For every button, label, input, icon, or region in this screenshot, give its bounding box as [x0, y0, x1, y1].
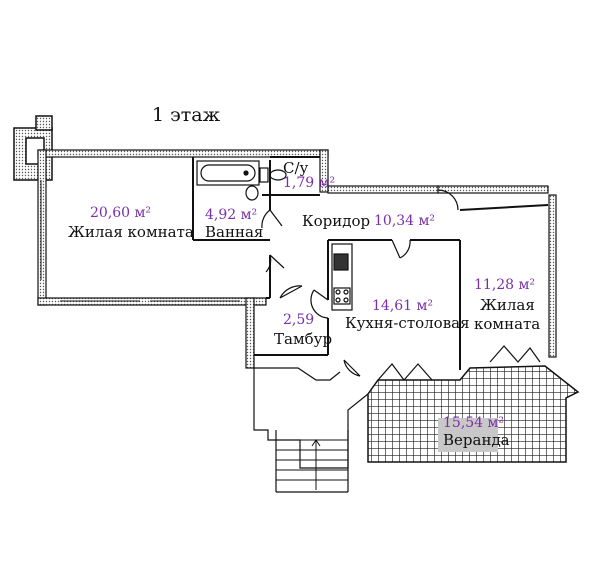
living2-name-line1: Жилая [480, 296, 535, 314]
vestibule-area: 2,59 [283, 312, 315, 328]
windows [40, 180, 240, 302]
corridor-area: 10,34 м² [374, 213, 436, 229]
bath-area: 4,92 м² [205, 207, 258, 223]
veranda-label-bg [438, 418, 498, 452]
interior-walls [192, 156, 549, 370]
doors [261, 189, 541, 381]
veranda-name: Веранда [443, 431, 510, 449]
bath-name: Ванная [205, 223, 264, 241]
wc-name: С/у [283, 159, 309, 177]
veranda-floor [367, 365, 580, 463]
wc-area: 1,79 м² [283, 175, 336, 191]
living1-area: 20,60 м² [90, 205, 152, 221]
kitchen-name: Кухня-столовая [345, 314, 470, 332]
kitchen-area: 14,61 м² [372, 298, 434, 314]
living2-area: 11,28 м² [474, 277, 536, 293]
outline-lines [253, 367, 369, 493]
vestibule-name: Тамбур [274, 330, 333, 348]
living2-name-line2: комната [474, 315, 541, 333]
veranda-area: 15,54 м² [443, 415, 505, 431]
bathtub [196, 160, 260, 186]
stairs [276, 439, 348, 490]
kitchen-stove [331, 243, 353, 311]
floor-title: 1 этаж [152, 104, 221, 126]
living1-name: Жилая комната [68, 223, 194, 241]
toilet [245, 167, 287, 201]
corridor-name: Коридор [302, 212, 371, 230]
